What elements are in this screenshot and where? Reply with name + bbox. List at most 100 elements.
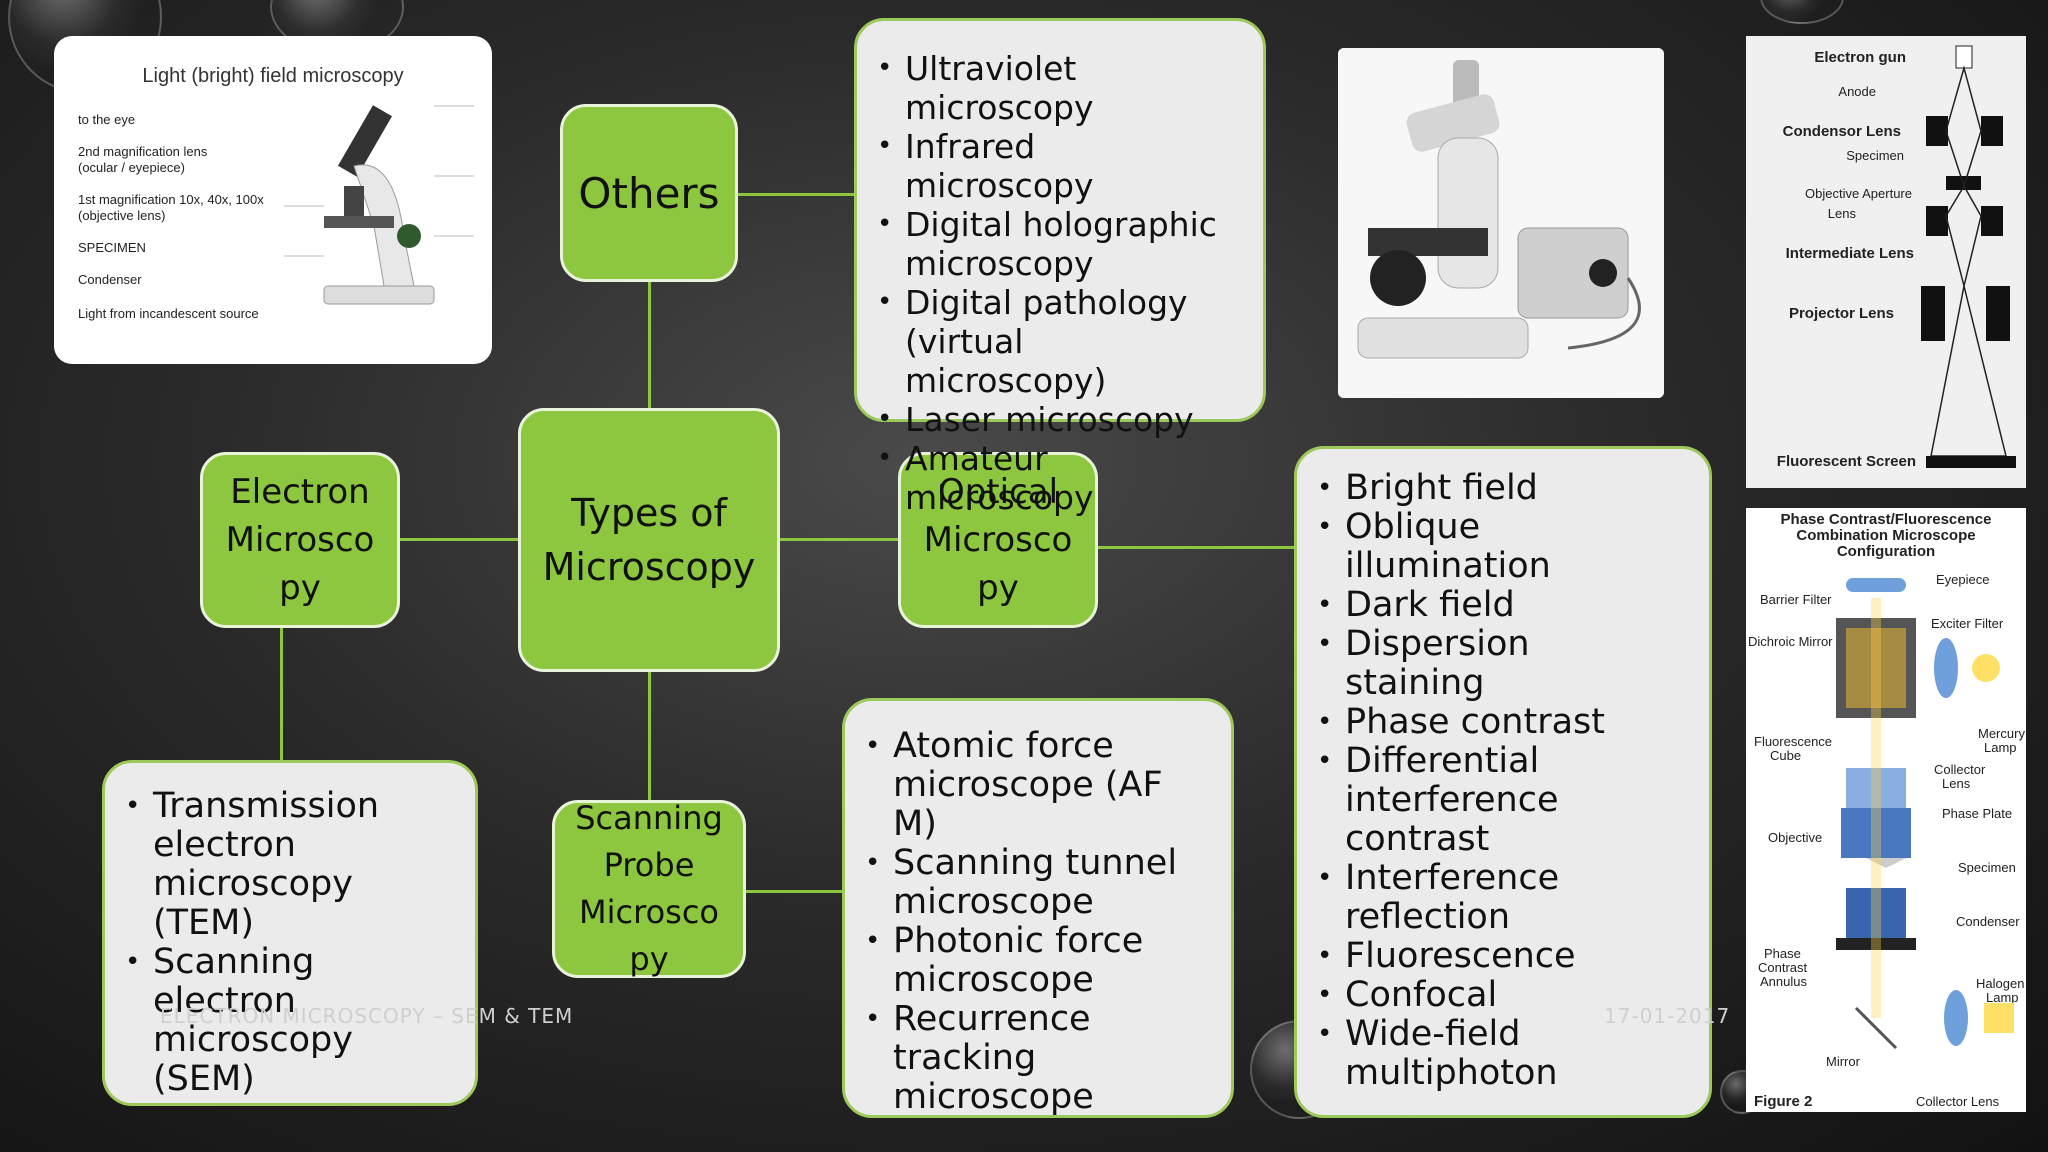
em-label: Specimen <box>1846 148 1904 163</box>
footer-title: ELECTRON MICROSCOPY – SEM & TEM <box>160 1004 574 1028</box>
list-item-line: (virtual <box>905 322 1024 361</box>
list-item-line: Interference <box>1345 858 1560 898</box>
light-label: Condenser <box>78 272 142 287</box>
list-item-line: Amateur <box>905 439 1048 478</box>
list-item-line: Differential <box>1345 741 1540 781</box>
list-item-line: microscopy <box>153 864 353 904</box>
list-item-line: (TEM) <box>153 903 255 943</box>
light-image-title: Light (bright) field microscopy <box>142 65 403 87</box>
pc-label: Lamp <box>1984 740 2017 755</box>
electron-node-label: py <box>279 568 321 608</box>
connector-line <box>778 538 900 541</box>
list-item: Confocal <box>1317 976 1709 1016</box>
light-label: SPECIMEN <box>78 240 146 255</box>
microscope-icon <box>323 105 435 305</box>
list-item-line: Scanning tunnel <box>893 843 1178 883</box>
light-label: to the eye <box>78 112 135 127</box>
pc-label: Collector <box>1934 762 1986 777</box>
list-item-line: tracking <box>893 1038 1037 1078</box>
pc-label: Lens <box>1942 776 1971 791</box>
list-item-line: Infrared <box>905 127 1036 166</box>
list-item-line: Scanning <box>153 942 315 982</box>
list-item-line: staining <box>1345 663 1485 703</box>
list-item-line: contrast <box>1345 819 1490 859</box>
list-item-line: microscopy <box>905 244 1094 283</box>
scanning-node-label: Probe <box>603 846 695 884</box>
light-microscopy-image: Light (bright) field microscopy to the e… <box>54 36 492 364</box>
list-item-line: Bright field <box>1345 468 1538 508</box>
list-item-line: Wide-field <box>1345 1014 1521 1054</box>
others-list: UltravioletmicroscopyInfraredmicroscopyD… <box>857 49 1263 517</box>
list-item-line: Atomic force <box>893 726 1114 766</box>
list-item-line: Transmission <box>153 786 380 826</box>
pc-label: Cube <box>1770 748 1801 763</box>
list-item-line: microscopy) <box>905 361 1107 400</box>
pc-label: Contrast <box>1758 960 1808 975</box>
em-label: Intermediate Lens <box>1786 245 1914 262</box>
list-item: Bright field <box>1317 468 1709 509</box>
light-label: Light from incandescent source <box>78 306 259 321</box>
scanning-node-label: Scanning <box>575 799 723 837</box>
list-item-line: electron <box>153 981 296 1021</box>
pc-title: Configuration <box>1837 543 1935 560</box>
connector-line <box>648 250 651 410</box>
pc-label: Halogen <box>1976 976 2024 991</box>
list-item-line: Fluorescence <box>1345 936 1576 976</box>
list-item-line: Dark field <box>1345 585 1515 625</box>
pc-label: Dichroic Mirror <box>1748 634 1833 649</box>
list-item-line: interference <box>1345 780 1559 820</box>
list-item-line: (SEM) <box>153 1059 255 1099</box>
light-label: (objective lens) <box>78 208 165 223</box>
pc-label: Barrier Filter <box>1760 592 1832 607</box>
pc-label: Exciter Filter <box>1931 616 2004 631</box>
list-item-line: microscope <box>893 882 1094 922</box>
optical-path-icon <box>1836 578 2014 1050</box>
list-item-line: microscope (AF <box>893 765 1163 805</box>
list-item-line: microscope <box>893 1077 1094 1117</box>
light-label: (ocular / eyepiece) <box>78 160 185 175</box>
list-item-line: Recurrence <box>893 999 1091 1039</box>
light-label: 2nd magnification lens <box>78 144 208 159</box>
list-item-line: microscopy <box>905 166 1094 205</box>
pc-label: Lamp <box>1986 990 2019 1005</box>
list-item-line: Digital holographic <box>905 205 1217 244</box>
others-list-box: UltravioletmicroscopyInfraredmicroscopyD… <box>854 18 1266 517</box>
list-item-line: electron <box>153 825 296 865</box>
center-node-label: Types of <box>571 491 727 535</box>
list-item-line: Oblique <box>1345 507 1481 547</box>
list-item-line: multiphoton <box>1345 1053 1558 1093</box>
scanning-node-label: py <box>629 940 669 978</box>
electron-node-label: Electron <box>230 472 370 512</box>
em-label: Anode <box>1838 84 1876 99</box>
pc-label: Mirror <box>1826 1054 1861 1069</box>
list-item-line: illumination <box>1345 546 1551 586</box>
pc-label: Collector Lens <box>1916 1094 2000 1109</box>
electron-microscope-diagram: Electron gun Anode Condensor Lens Specim… <box>1746 36 2026 488</box>
scanning-node-label: Microsco <box>579 893 719 931</box>
list-item-line: Photonic force <box>893 921 1144 961</box>
pc-label: Condenser <box>1956 914 2020 929</box>
others-node-label: Others <box>578 168 720 218</box>
electron-list: Transmissionelectronmicroscopy(TEM)Scann… <box>105 787 475 1099</box>
pc-title: Combination Microscope <box>1796 527 1975 544</box>
pc-label: Figure 2 <box>1754 1093 1812 1110</box>
list-item-line: Phase contrast <box>1345 702 1605 742</box>
pc-label: Phase Plate <box>1942 806 2012 821</box>
footer-date: 17-01-2017 <box>1604 1004 1731 1028</box>
connector-line <box>648 670 651 800</box>
pc-label: Eyepiece <box>1936 572 1989 587</box>
list-item-line: microscopy <box>905 478 1094 517</box>
